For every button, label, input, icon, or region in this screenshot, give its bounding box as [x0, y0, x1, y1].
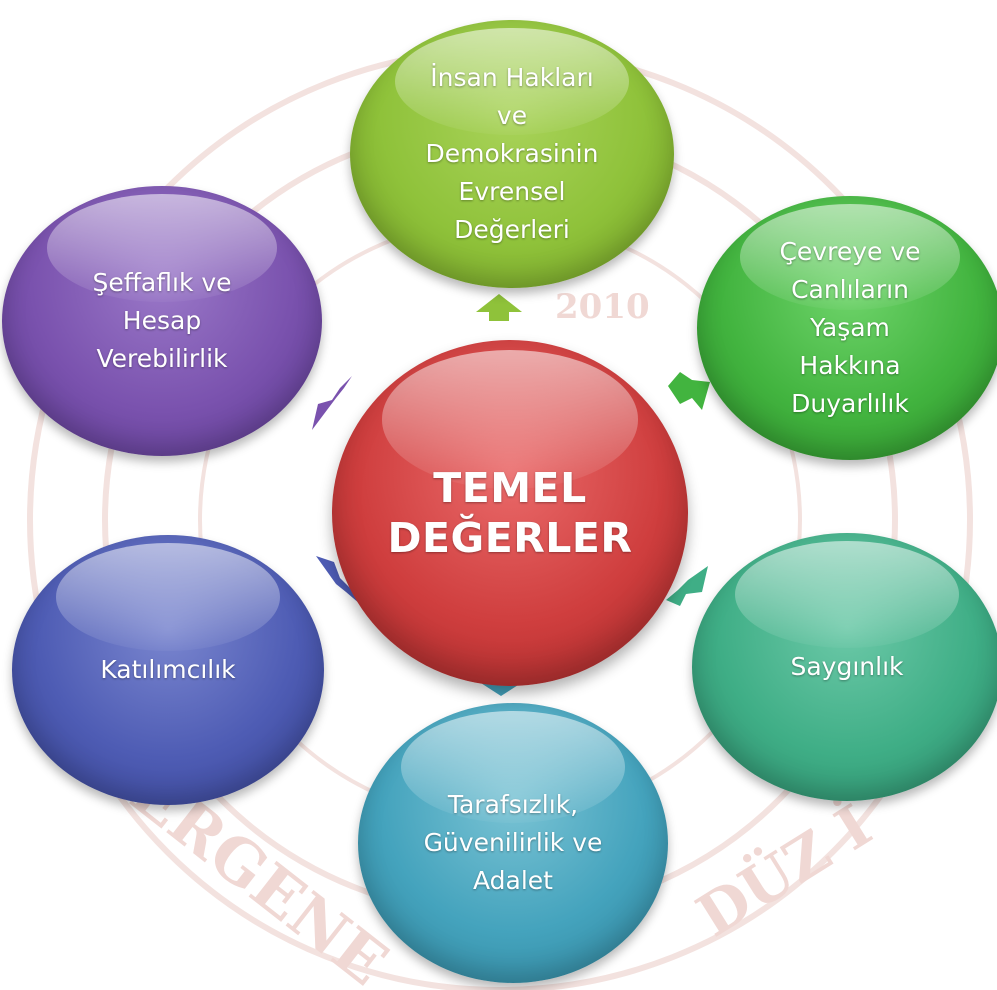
node-label: Saygınlık [790, 652, 904, 681]
node-label: İnsan Hakları ve Demokrasinin Evrensel D… [425, 63, 599, 244]
center-title: TEMEL DEĞERLER [387, 464, 633, 562]
node-environment: Çevreye ve Canlıların Yaşam Hakkına Duya… [697, 196, 997, 460]
node-participation: Katılımcılık [12, 535, 324, 805]
arrow-lower-right-icon [666, 566, 708, 606]
node-transparency: Şeffaflık ve Hesap Verebilirlik [2, 186, 322, 456]
node-label: Katılımcılık [100, 655, 236, 684]
center-node: TEMEL DEĞERLER [332, 340, 688, 686]
arrow-upper-left-icon [312, 376, 352, 430]
watermark-number: 2010 [555, 287, 650, 327]
node-human-rights: İnsan Hakları ve Demokrasinin Evrensel D… [350, 20, 674, 288]
node-label: Tarafsızlık, Güvenilirlik ve Adalet [423, 790, 603, 895]
node-dignity: Saygınlık [692, 533, 997, 801]
node-impartiality: Tarafsızlık, Güvenilirlik ve Adalet [358, 703, 668, 983]
node-label: Şeffaflık ve Hesap Verebilirlik [92, 268, 232, 373]
node-label: Çevreye ve Canlıların Yaşam Hakkına Duya… [779, 237, 921, 418]
arrow-lower-left-icon [316, 556, 360, 604]
arrow-top-icon [476, 294, 522, 321]
arrow-upper-right-icon [668, 372, 710, 410]
